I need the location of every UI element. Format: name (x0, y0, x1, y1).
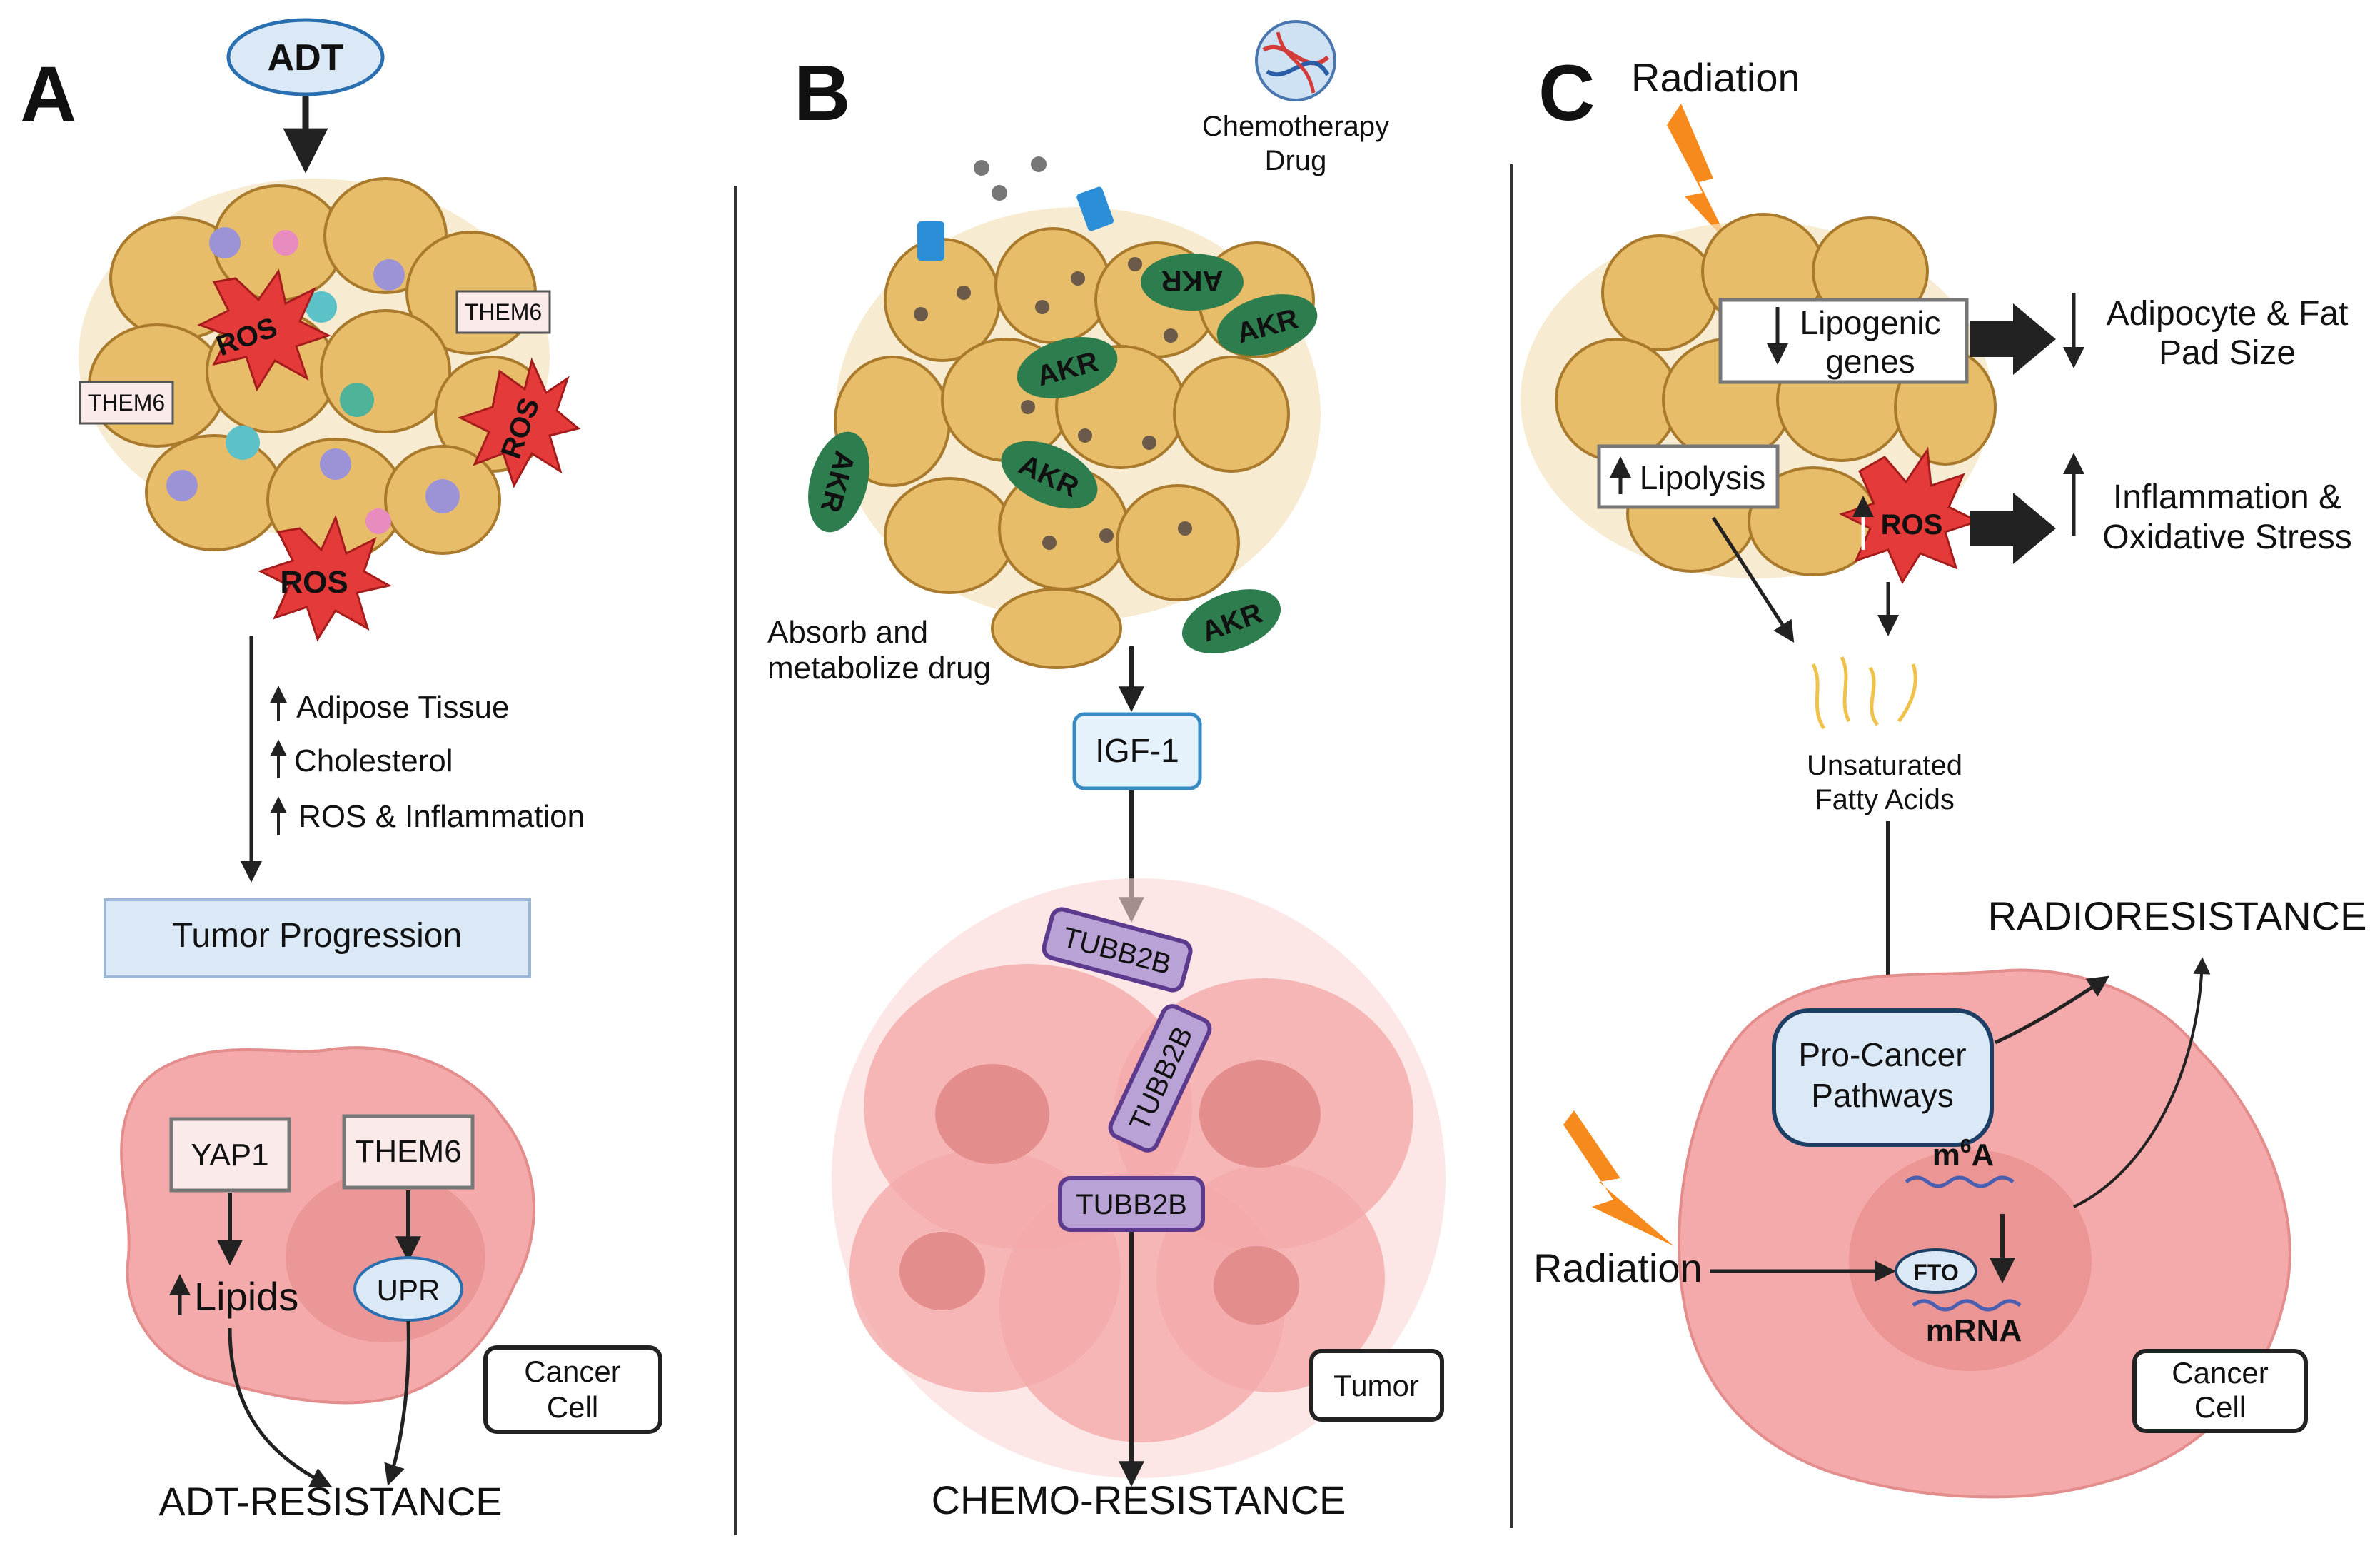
chemo-resistance-label: CHEMO-RESISTANCE (932, 1477, 1346, 1522)
absorb-label-1: Absorb and (767, 615, 928, 650)
chemo-drug-label-2: Drug (1265, 145, 1327, 176)
tumor-label-box (1309, 1349, 1444, 1422)
upr-node (353, 1256, 463, 1322)
adipocyte-label-2: Pad Size (2159, 334, 2296, 372)
adt-label: ADT (268, 37, 344, 79)
inflammation-label-1: Inflammation & (2113, 478, 2341, 516)
panel-c: C Radiation Lipogenic genes Adipocyte & … (1521, 49, 2367, 1499)
ros-burst-3 (258, 514, 393, 642)
upr-label: UPR (377, 1273, 440, 1307)
radiation-top-label: Radiation (1631, 55, 1800, 100)
igf1-label: IGF-1 (1095, 732, 1179, 769)
akr-enzyme-3: AKR (1017, 337, 1118, 398)
cancer-cell-label-box-a (483, 1345, 662, 1434)
fto-node (1895, 1248, 1977, 1294)
akr-enzyme-5: AKR (808, 431, 869, 533)
procancer-label-1: Pro-Cancer (1798, 1036, 1966, 1073)
akr-enzyme-6: AKR (1181, 589, 1281, 653)
tumor-progression-box (104, 898, 531, 978)
igf1-box (1072, 712, 1202, 790)
cancer-cell-label-a2: Cell (547, 1390, 598, 1424)
them6-box-a1 (455, 290, 551, 334)
thick-arrow-1 (1970, 303, 2056, 375)
akr-enzyme-1: AKR (1141, 254, 1244, 311)
lipids-label: Lipids (194, 1274, 298, 1319)
ufa-label-1: Unsaturated (1807, 750, 1962, 781)
procancer-label-2: Pathways (1811, 1077, 1953, 1114)
panel-letter-c: C (1538, 49, 1595, 137)
adipocyte-label-1: Adipocyte & Fat (2107, 295, 2349, 333)
them6-box-a2 (79, 381, 174, 425)
cancer-cell-label-box-c (2132, 1349, 2308, 1433)
tubb2b-label-3: TUBB2B (1076, 1189, 1187, 1220)
ros-burst-1 (197, 268, 331, 392)
ros-label-c: ROS (1881, 509, 1943, 541)
adt-node (226, 18, 385, 96)
cancer-cell-label-c2: Cell (2194, 1390, 2246, 1424)
yap1-box (169, 1117, 291, 1193)
chemo-drug-label-1: Chemotherapy (1202, 111, 1389, 142)
cancer-cell-label-c1: Cancer (2172, 1356, 2268, 1390)
fatty-acids-icon (1811, 656, 1917, 730)
tumor-progression-label: Tumor Progression (172, 917, 462, 955)
them6-cell-label: THEM6 (355, 1134, 461, 1169)
adipose-tissue-b (834, 207, 1321, 669)
m6a-label: m6A (1932, 1135, 1994, 1173)
svg-text:AKR: AKR (1161, 265, 1224, 296)
lipogenic-genes-box (1718, 298, 1969, 384)
lightning-bolt-top-icon (1667, 104, 1731, 246)
yap1-label: YAP1 (191, 1138, 268, 1173)
lipolysis-label: Lipolysis (1640, 459, 1765, 496)
them6-cell-box (342, 1114, 475, 1190)
effect-ros-inflammation: ROS & Inflammation (298, 799, 585, 834)
tubb2b-3 (1058, 1176, 1205, 1232)
ros-label-3: ROS (280, 565, 348, 600)
panel-letter-a: A (20, 51, 76, 139)
fto-label: FTO (1913, 1260, 1958, 1285)
effect-cholesterol: Cholesterol (294, 743, 453, 778)
ros-burst-c (1839, 446, 1980, 585)
them6-label-a1: THEM6 (465, 299, 542, 325)
panel-a: A ADT (20, 18, 662, 1524)
akr-enzyme-2: AKR (1216, 294, 1318, 356)
mrna-label: mRNA (1926, 1313, 2022, 1348)
panel-letter-b: B (794, 49, 850, 137)
akr-enzyme-4: AKR (1001, 441, 1098, 509)
thick-arrow-2 (1970, 493, 2056, 564)
ufa-label-2: Fatty Acids (1815, 784, 1955, 815)
inflammation-label-2: Oxidative Stress (2102, 518, 2351, 556)
adt-resistance-label: ADT-RESISTANCE (158, 1479, 502, 1524)
ros-burst-2 (458, 357, 581, 488)
them6-label-a2: THEM6 (88, 390, 165, 416)
radiation-bottom-label: Radiation (1533, 1245, 1703, 1290)
tumor-label: Tumor (1333, 1369, 1419, 1402)
panel-b: B Chemotherapy Drug (767, 20, 1446, 1522)
lightning-bolt-bottom-icon (1563, 1110, 1674, 1246)
pro-cancer-box (1772, 1008, 1994, 1147)
arrow-upr-to-resistance (384, 1320, 410, 1486)
radioresistance-label: RADIORESISTANCE (1987, 893, 2366, 938)
arrow-lipids-to-resistance (228, 1327, 333, 1487)
cancer-cell-label-a1: Cancer (524, 1355, 620, 1388)
absorb-label-2: metabolize drug (767, 651, 991, 686)
lipogenic-label-1: Lipogenic (1800, 304, 1941, 341)
lipogenic-label-2: genes (1825, 343, 1915, 380)
adipose-tissue-a (79, 177, 551, 562)
effect-adipose-tissue: Adipose Tissue (296, 690, 509, 725)
